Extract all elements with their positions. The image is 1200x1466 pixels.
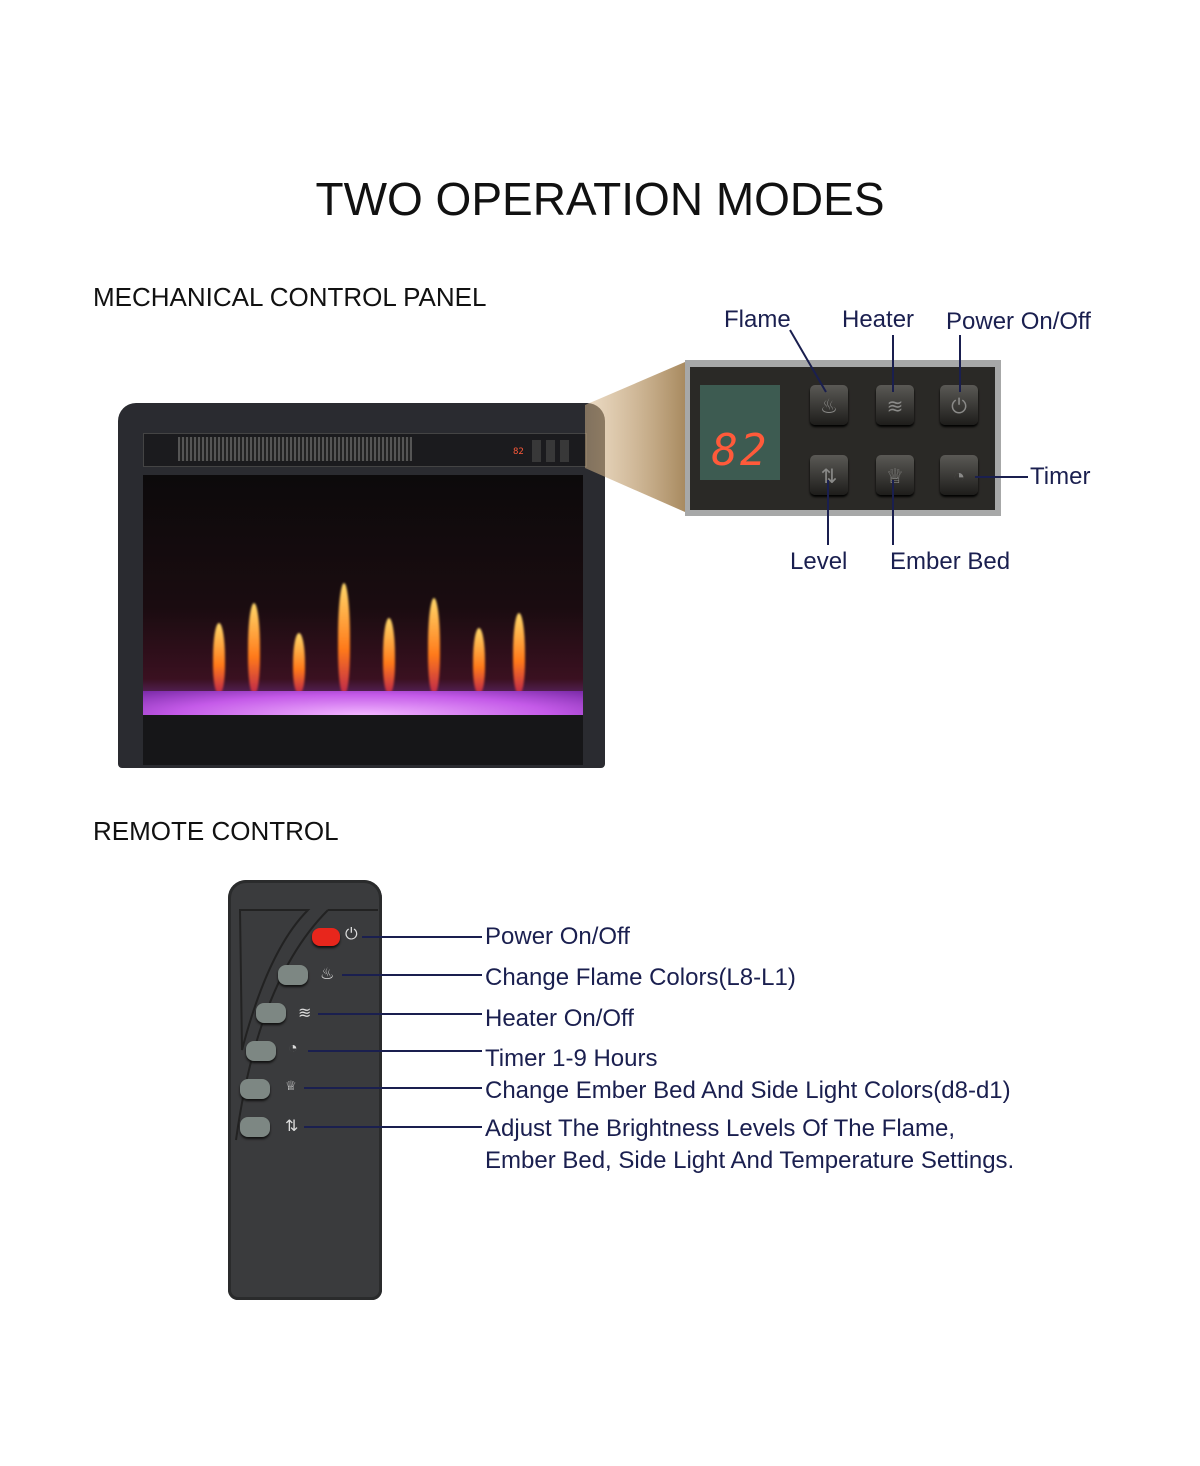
led-display <box>700 385 780 480</box>
leader-line <box>362 936 482 938</box>
remote-ember-bed-label: Change Ember Bed And Side Light Colors(d… <box>485 1077 1011 1104</box>
ember-bed-icon: ♕ <box>886 466 904 488</box>
remote-level-label-line2: Ember Bed, Side Light And Temperature Se… <box>485 1147 1015 1174</box>
leader-line <box>304 1087 482 1089</box>
ember-bed-label: Ember Bed <box>890 548 1011 575</box>
power-label: Power On/Off <box>946 308 1091 335</box>
heater-grille <box>178 437 412 461</box>
mechanical-heading: MECHANICAL CONTROL PANEL <box>93 282 487 312</box>
remote-power-button[interactable] <box>312 928 340 946</box>
level-icon: ⇅ <box>285 1118 299 1135</box>
flame-icon: ♨ <box>320 966 335 983</box>
display-value: 82 <box>711 425 769 476</box>
ember-bed-button[interactable]: ♕ <box>876 455 914 495</box>
remote-ember-bed-button[interactable] <box>240 1079 270 1099</box>
timer-button[interactable]: ◔ <box>940 455 978 495</box>
zoom-callout <box>585 362 685 512</box>
remote-heading: REMOTE CONTROL <box>93 816 339 846</box>
flame-label: Flame <box>724 306 791 333</box>
remote-heater-button[interactable] <box>256 1003 286 1023</box>
remote-timer-label: Timer 1-9 Hours <box>485 1045 658 1072</box>
firebox <box>143 475 583 715</box>
power-icon: ⏻ <box>345 926 358 943</box>
mini-display: 82 <box>513 447 524 457</box>
heater-icon: ≋ <box>298 1005 312 1022</box>
level-icon: ⇅ <box>820 466 838 488</box>
remote-level-label: Adjust The Brightness Levels Of The Flam… <box>485 1115 956 1142</box>
ember-bed-icon: ♕ <box>285 1078 297 1093</box>
remote-heater-label: Heater On/Off <box>485 1005 634 1032</box>
leader-line <box>304 1126 482 1128</box>
fireplace-base <box>143 715 583 765</box>
remote-level-button[interactable] <box>240 1117 270 1137</box>
remote-flame-label: Change Flame Colors(L8-L1) <box>485 964 796 991</box>
flame-icon: ♨ <box>820 396 838 418</box>
ember-bed <box>143 691 583 715</box>
heater-button[interactable]: ≋ <box>876 385 914 425</box>
heater-label: Heater <box>842 306 915 333</box>
remote-power-label: Power On/Off <box>485 923 630 950</box>
remote-panel-curve <box>235 909 378 1141</box>
leader-line <box>318 1013 482 1015</box>
remote-flame-button[interactable] <box>278 965 308 985</box>
flame-button[interactable]: ♨ <box>810 385 848 425</box>
page-title: TWO OPERATION MODES <box>315 173 885 225</box>
timer-icon: ◔ <box>288 1040 298 1057</box>
timer-icon: ◔ <box>952 466 966 488</box>
level-label: Level <box>790 548 848 575</box>
power-icon: ⏻ <box>951 396 967 418</box>
timer-label: Timer <box>1030 463 1091 490</box>
mini-buttons <box>532 440 572 462</box>
heater-icon: ≋ <box>886 396 904 418</box>
remote-timer-button[interactable] <box>246 1041 276 1061</box>
leader-line <box>342 974 482 976</box>
panel-leader-lines <box>789 329 1028 545</box>
leader-line <box>308 1050 482 1052</box>
